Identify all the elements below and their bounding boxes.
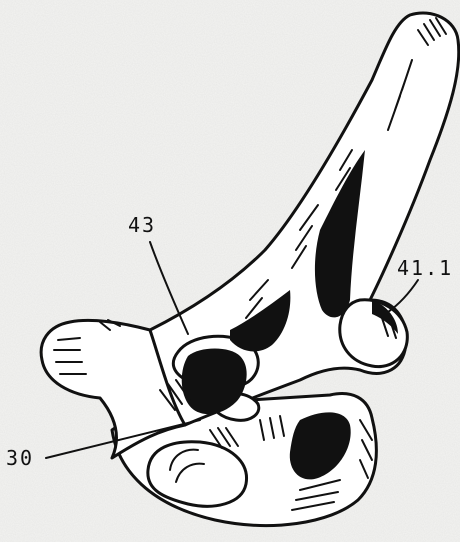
callout-label-30: 30	[6, 448, 34, 468]
callout-label-43: 43	[128, 215, 156, 235]
left-lobe	[148, 442, 247, 507]
callout-label-41-1: 41.1	[397, 258, 453, 278]
